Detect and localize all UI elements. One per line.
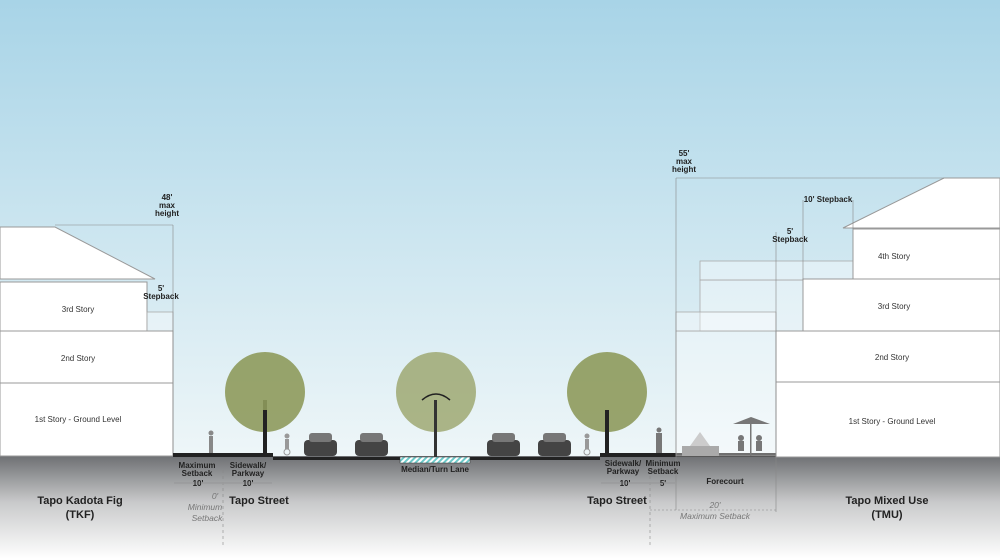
left-sidewalk-label: Parkway xyxy=(232,469,265,478)
pedestrian xyxy=(208,430,214,453)
car xyxy=(304,433,337,456)
story-label: 1st Story - Ground Level xyxy=(849,417,936,426)
left-max-setback-label: Setback xyxy=(182,469,213,478)
left-building: 3rd Story 2nd Story 1st Story - Ground L… xyxy=(0,226,174,457)
right-min-setback-dim: 5' xyxy=(660,479,666,488)
right-height-label: max xyxy=(676,157,693,166)
right-max-setback-label: Maximum Setback xyxy=(680,511,751,521)
cyclist xyxy=(283,433,291,456)
median xyxy=(399,456,471,464)
right-max-setback-value: 20' xyxy=(708,500,720,510)
left-sidewalk xyxy=(173,453,273,457)
car xyxy=(355,433,388,456)
left-min-setback-label: Minimum xyxy=(188,502,222,512)
cafe-table-umbrella xyxy=(733,417,770,456)
story-label: 3rd Story xyxy=(878,302,910,311)
left-district-abbr: (TKF) xyxy=(66,509,95,521)
right-stepback-5-value: 5' xyxy=(787,227,793,236)
car xyxy=(487,433,520,456)
forecourt-label: Forecourt xyxy=(706,477,744,486)
median-label: Median/Turn Lane xyxy=(401,465,469,474)
left-min-setback-value: 0' xyxy=(212,491,219,501)
right-district-abbr: (TMU) xyxy=(871,509,902,521)
right-district-name: Tapo Mixed Use xyxy=(846,495,929,507)
left-max-setback-label: Maximum xyxy=(179,461,216,470)
left-max-setback-dim: 10' xyxy=(193,479,204,488)
tree xyxy=(225,352,305,455)
left-height-label: max xyxy=(159,201,176,210)
right-stepback-10: 10' Stepback xyxy=(804,195,853,204)
right-sidewalk-label: Sidewalk/ xyxy=(605,459,642,468)
story-label: 2nd Story xyxy=(875,353,909,362)
right-min-setback-label: Setback xyxy=(648,467,679,476)
right-building: 4th Story 3rd Story 2nd Story 1st Story … xyxy=(675,177,1000,458)
left-stepback-label: Stepback xyxy=(143,292,179,301)
right-sidewalk-dim: 10' xyxy=(620,479,631,488)
story-label: 4th Story xyxy=(878,252,910,261)
left-height-label: height xyxy=(155,209,179,218)
left-district-name: Tapo Kadota Fig xyxy=(37,495,122,507)
right-stepback-5-label: Stepback xyxy=(772,235,808,244)
fountain xyxy=(682,432,719,456)
ground xyxy=(0,456,1000,559)
right-street-name: Tapo Street xyxy=(587,495,647,507)
left-street-name: Tapo Street xyxy=(229,495,289,507)
right-height-label: height xyxy=(672,165,696,174)
tree xyxy=(396,352,476,457)
pedestrian xyxy=(656,427,662,453)
left-height-value: 48' xyxy=(162,193,173,202)
cyclist xyxy=(583,433,591,456)
left-stepback-value: 5' xyxy=(158,284,164,293)
story-label: 2nd Story xyxy=(61,354,95,363)
right-height-value: 55' xyxy=(679,149,690,158)
right-sidewalk-label: Parkway xyxy=(607,467,640,476)
car xyxy=(538,433,571,456)
story-label: 3rd Story xyxy=(62,305,94,314)
tree xyxy=(567,352,647,455)
right-min-setback-label: Minimum xyxy=(645,459,680,468)
left-sidewalk-dim: 10' xyxy=(243,479,254,488)
left-min-setback-label: Setback xyxy=(192,513,223,523)
left-sidewalk-label: Sidewalk/ xyxy=(230,461,267,470)
story-label: 1st Story - Ground Level xyxy=(35,415,122,424)
